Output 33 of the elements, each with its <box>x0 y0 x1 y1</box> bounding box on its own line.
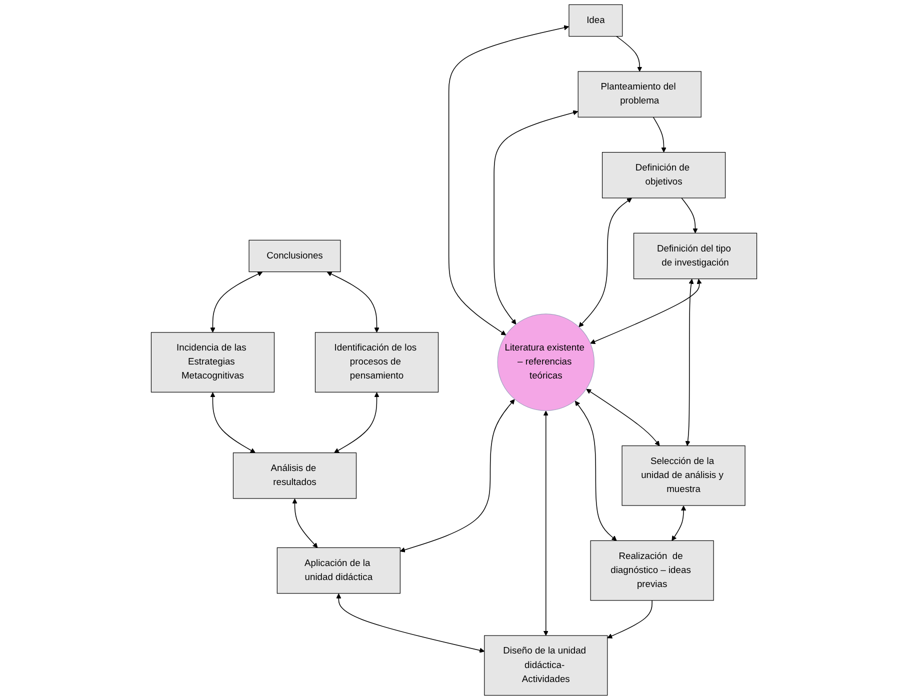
node-circle: Literatura existente – referencias teóricas <box>497 314 595 411</box>
arrow <box>336 593 485 653</box>
node-box: Planteamiento del problema <box>578 71 702 118</box>
arrow <box>326 272 380 333</box>
arrow <box>574 400 617 541</box>
arrow <box>685 278 694 446</box>
node-box: Definición de objetivos <box>602 152 726 198</box>
arrow <box>616 36 642 72</box>
arrow <box>586 388 660 446</box>
node-box: Realización de diagnóstico – ideas previas <box>590 540 714 601</box>
node-box: Identificación de los procesos de pensamiento <box>314 332 439 392</box>
node-box: Incidencia de las Estrategias Metacognitivas <box>150 332 275 392</box>
arrow <box>292 498 318 548</box>
arrow <box>210 272 263 333</box>
arrow <box>590 278 702 344</box>
node-box: Conclusiones <box>248 240 341 272</box>
node-box: Definición del tipo de investigación <box>633 232 758 280</box>
arrow <box>672 506 686 541</box>
arrow <box>681 198 698 234</box>
arrow <box>334 392 380 454</box>
node-box: Diseño de la unidad didáctica- Actividades <box>484 635 608 696</box>
arrow <box>400 399 515 552</box>
arrow <box>652 116 666 153</box>
arrow <box>210 392 256 454</box>
arrow <box>448 25 569 336</box>
arrow <box>607 600 652 638</box>
arrow <box>543 410 548 636</box>
node-box: Idea <box>568 4 623 37</box>
arrow <box>494 110 578 325</box>
node-box: Aplicación de la unidad didáctica <box>276 547 400 594</box>
node-box: Análisis de resultados <box>232 452 357 499</box>
node-box: Selección de la unidad de análisis y muestra <box>622 445 746 506</box>
arrow <box>578 198 632 328</box>
